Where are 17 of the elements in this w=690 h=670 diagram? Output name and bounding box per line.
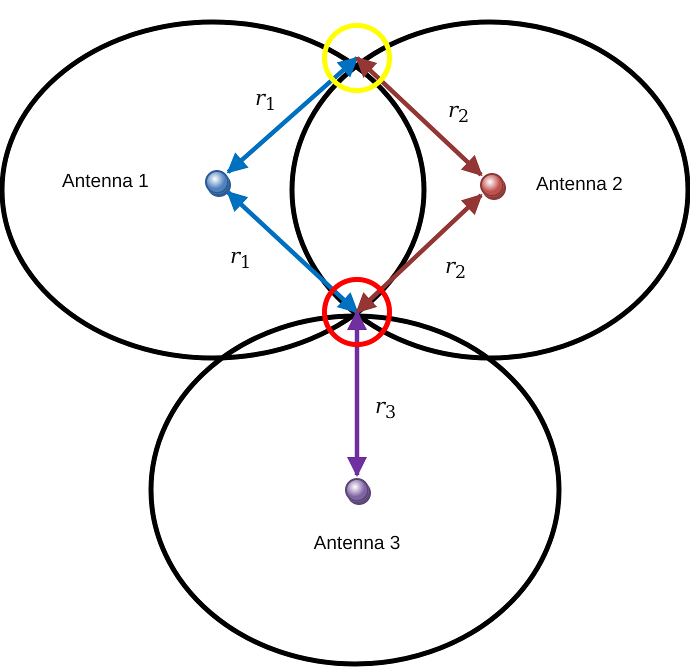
highlight-ring [322,23,392,93]
double-arrow [355,194,483,314]
highlight-ring [322,277,392,347]
double-arrow [355,56,483,176]
antenna-dot [480,173,504,197]
edge-label: r$_{3}$ [375,396,396,423]
antenna-label: Antenna 1 [62,171,149,193]
edge-label: r$_{2}$ [448,100,470,127]
antenna-dot [345,478,369,502]
antenna-label: Antenna 2 [536,174,623,196]
antenna-dot [205,170,229,194]
double-arrow [226,56,359,174]
edge-label: r$_{1}$ [230,246,252,273]
antenna-label: Antenna 3 [312,533,402,555]
double-arrow [346,310,368,478]
edge-label: r$_{2}$ [445,256,466,283]
edge-label: r$_{1}$ [255,88,276,115]
